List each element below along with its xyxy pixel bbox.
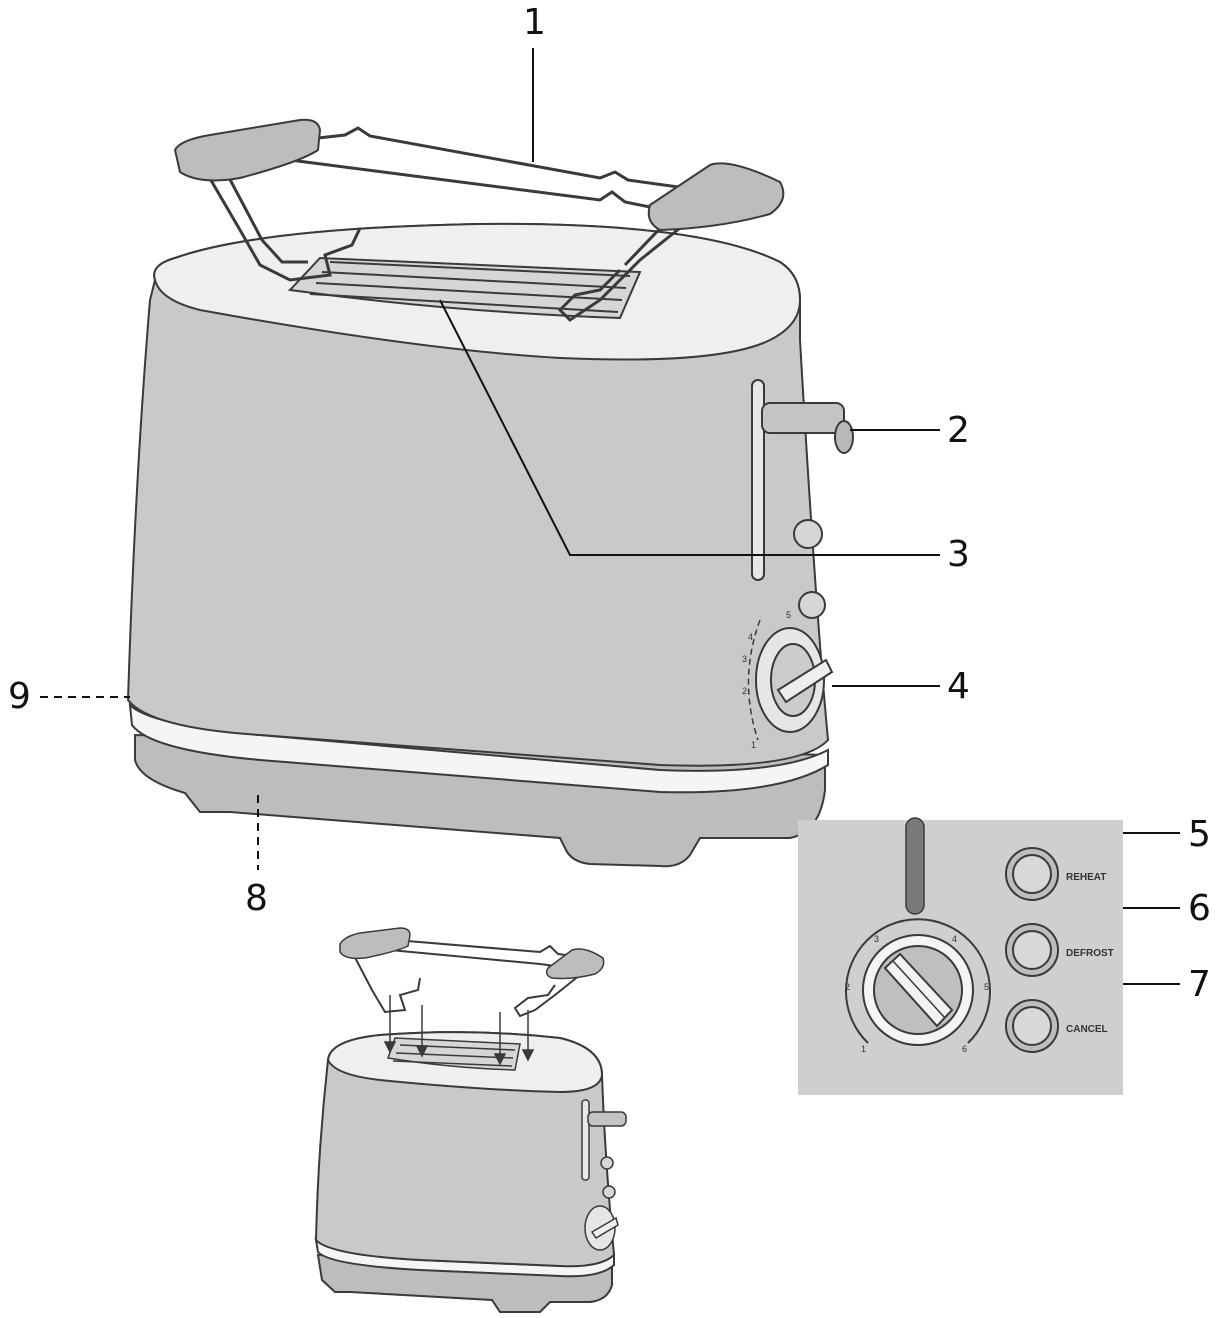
callout-6: 6	[1188, 888, 1211, 929]
rack-handle-right[interactable]	[647, 162, 785, 232]
browning-lever[interactable]	[761, 402, 854, 454]
rack-handle-left[interactable]	[173, 118, 322, 182]
main-dial-number: 4	[748, 632, 753, 642]
callout-4: 4	[947, 666, 970, 707]
reheat-button[interactable]	[1005, 847, 1059, 901]
defrost-button[interactable]	[1005, 923, 1059, 977]
small-side-button[interactable]	[600, 1156, 614, 1170]
toast-slot-ridges	[309, 261, 631, 313]
callout-7: 7	[1188, 964, 1211, 1005]
panel-dial-number: 4	[952, 934, 957, 944]
small-dial[interactable]	[584, 1205, 619, 1251]
panel-dial-number: 6	[962, 1044, 967, 1054]
assembly-rack	[339, 927, 605, 1018]
panel-dial-number: 1	[861, 1044, 866, 1054]
reheat-label: REHEAT	[1066, 872, 1106, 883]
panel-browning-dial[interactable]	[862, 934, 974, 1046]
panel-dial-scale	[845, 918, 991, 1044]
main-dial-number: 2	[742, 686, 747, 696]
warming-rack	[173, 118, 785, 322]
control-panel-detail: 1 2 3 4 5 6 REHEAT DEFROST CANCEL	[798, 817, 1123, 1095]
callout-9: 9	[8, 676, 31, 717]
panel-dial-number: 3	[874, 934, 879, 944]
defrost-label: DEFROST	[1066, 948, 1114, 959]
panel-dial-number: 2	[845, 982, 850, 992]
main-dial-number: 5	[786, 610, 791, 620]
main-toaster: 1 2 3 4 5	[126, 222, 854, 868]
callout-5: 5	[1188, 814, 1211, 855]
small-lever[interactable]	[587, 1111, 627, 1127]
callout-8: 8	[245, 878, 268, 919]
lever-groove	[751, 379, 765, 581]
callout-3: 3	[947, 534, 970, 575]
side-button-bottom[interactable]	[798, 591, 826, 619]
browning-dial[interactable]	[755, 627, 834, 733]
main-dial-number: 3	[742, 654, 747, 664]
panel-lever-slot	[905, 817, 925, 915]
callout-1: 1	[523, 2, 546, 43]
rack-wires	[203, 126, 701, 322]
cancel-label: CANCEL	[1066, 1024, 1108, 1035]
dial-scale-arc	[747, 619, 761, 741]
side-button-top[interactable]	[793, 519, 823, 549]
main-dial-number: 1	[751, 740, 756, 750]
assembly-toaster	[314, 1031, 627, 1313]
assembly-rack-handle-right[interactable]	[545, 948, 605, 980]
small-lever-groove	[581, 1099, 590, 1181]
cancel-button[interactable]	[1005, 999, 1059, 1053]
assembly-rack-handle-left[interactable]	[339, 927, 411, 960]
insertion-arrows	[383, 995, 535, 1066]
panel-dial-number: 5	[984, 982, 989, 992]
callout-2: 2	[947, 410, 970, 451]
small-side-button[interactable]	[602, 1185, 616, 1199]
